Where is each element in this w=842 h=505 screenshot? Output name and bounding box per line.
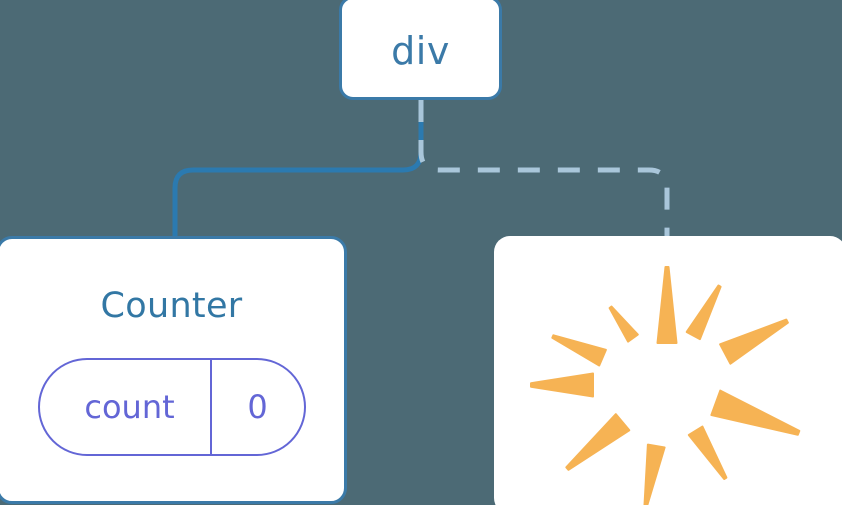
burst-ray-2: [551, 334, 607, 367]
node-div-label: div: [391, 29, 450, 73]
node-counter[interactable]: Counter count 0: [0, 236, 347, 504]
node-counter-label: Counter: [100, 286, 243, 326]
state-pill-divider: [209, 360, 212, 454]
state-key-label: count: [84, 388, 175, 426]
burst-ray-4: [565, 413, 631, 471]
edge-root-to-counter: [172, 97, 424, 243]
state-value-label: 0: [247, 388, 268, 426]
burst-ray-6: [687, 425, 728, 480]
state-pill[interactable]: count 0: [37, 358, 306, 456]
burst-ray-group: [530, 266, 801, 505]
node-burst[interactable]: [494, 236, 842, 505]
burst-ray-9: [685, 284, 722, 341]
burst-ray-8: [719, 318, 789, 365]
burst-ray-3: [530, 372, 594, 398]
burst-ray-5: [643, 443, 666, 505]
burst-icon: [530, 266, 801, 505]
burst-ray-7: [710, 389, 801, 436]
node-div[interactable]: div: [339, 0, 502, 100]
burst-ray-0: [656, 266, 678, 344]
burst-ray-1: [608, 305, 639, 343]
edge-root-to-burst: [418, 100, 670, 240]
